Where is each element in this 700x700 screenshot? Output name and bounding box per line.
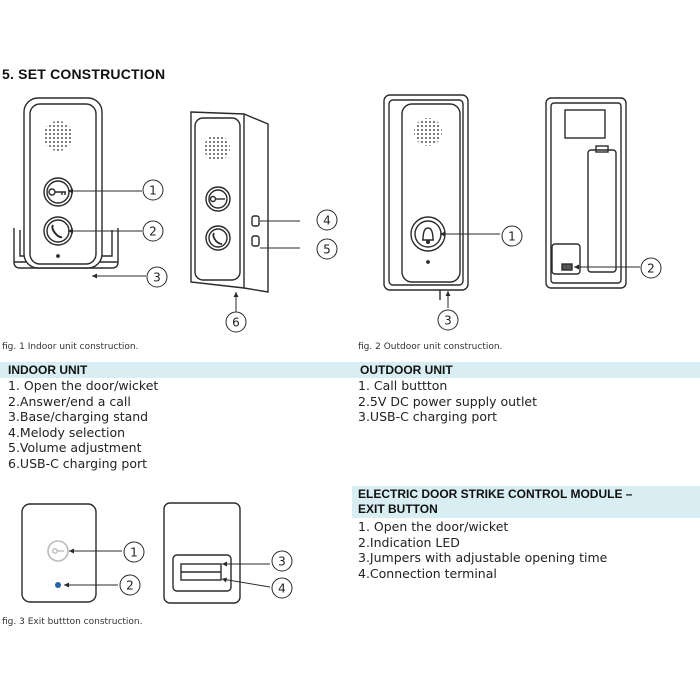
fig1-callout-5: 5 <box>316 238 338 260</box>
fig1-callout-1: 1 <box>142 179 164 201</box>
svg-text:6: 6 <box>232 316 240 330</box>
exit-button-heading-line1: ELECTRIC DOOR STRIKE CONTROL MODULE – <box>358 487 633 501</box>
fig2-caption: fig. 2 Outdoor unit construction. <box>358 342 503 352</box>
svg-text:2: 2 <box>647 262 655 276</box>
outdoor-item-1: 1. Call buttton <box>358 378 448 393</box>
fig2-callout-2: 2 <box>640 257 662 279</box>
indoor-item-5: 5.Volume adjustment <box>8 440 142 456</box>
exit-button-front <box>21 503 97 603</box>
outdoor-unit-list: 1. Call buttton 2.5V DC power supply out… <box>358 378 537 425</box>
svg-text:1: 1 <box>508 230 516 244</box>
fig3-callout-3: 3 <box>271 550 293 572</box>
outdoor-unit-diagram: 1 2 3 <box>383 94 662 331</box>
exit-item-1: 1. Open the door/wicket <box>358 519 509 534</box>
exit-button-heading: ELECTRIC DOOR STRIKE CONTROL MODULE – EX… <box>352 486 700 518</box>
indoor-item-1: 1. Open the door/wicket <box>8 378 159 393</box>
fig1-callout-6: 6 <box>225 311 247 333</box>
fig3-caption: fig. 3 Exit buttton construction. <box>2 617 143 627</box>
indoor-unit-list: 1. Open the door/wicket 2.Answer/end a c… <box>8 378 158 472</box>
svg-text:2: 2 <box>149 225 157 239</box>
fig1-callout-3: 3 <box>146 266 168 288</box>
outdoor-unit-heading: OUTDOOR UNIT <box>352 362 700 378</box>
fig1-caption: fig. 1 Indoor unit construction. <box>2 342 139 352</box>
fig1-callout-2: 2 <box>142 220 164 242</box>
fig3-callout-4: 4 <box>271 577 293 599</box>
svg-text:4: 4 <box>323 214 331 228</box>
svg-text:4: 4 <box>278 582 286 596</box>
indoor-item-3: 3.Base/charging stand <box>8 409 149 425</box>
indoor-unit-diagram <box>13 97 300 312</box>
svg-text:3: 3 <box>278 555 286 569</box>
exit-button-heading-line2: EXIT BUTTON <box>358 502 438 516</box>
fig3-callout-1: 1 <box>123 541 145 563</box>
fig3-callout-2: 2 <box>119 574 141 596</box>
exit-item-3: 3.Jumpers with adjustable opening time <box>358 550 608 566</box>
exit-button-diagram: 1 2 3 4 <box>21 502 293 604</box>
fig1-callouts: 1 2 3 4 5 6 <box>142 179 338 333</box>
indoor-item-2: 2.Answer/end a call <box>8 393 131 409</box>
exit-button-list: 1. Open the door/wicket 2.Indication LED… <box>358 519 607 581</box>
svg-text:5: 5 <box>323 243 331 257</box>
indoor-front-view <box>13 97 119 269</box>
exit-item-4: 4.Connection terminal <box>358 565 497 581</box>
svg-text:1: 1 <box>130 546 138 560</box>
exit-item-2: 2.Indication LED <box>358 534 460 550</box>
fig2-callout-3: 3 <box>437 309 459 331</box>
svg-text:1: 1 <box>149 184 157 198</box>
outdoor-front-view <box>383 94 469 300</box>
section-title: 5. SET CONSTRUCTION <box>2 66 166 82</box>
svg-text:3: 3 <box>444 314 452 328</box>
outdoor-item-3: 3.USB-C charging port <box>358 409 498 425</box>
exit-button-back <box>163 502 241 604</box>
fig1-callout-4: 4 <box>316 209 338 231</box>
outdoor-back-view <box>545 97 627 289</box>
fig2-callout-1: 1 <box>501 225 523 247</box>
outdoor-item-2: 2.5V DC power supply outlet <box>358 393 538 409</box>
svg-text:2: 2 <box>126 579 134 593</box>
svg-text:3: 3 <box>153 271 161 285</box>
indoor-side-view <box>190 111 269 293</box>
indoor-item-4: 4.Melody selection <box>8 424 126 440</box>
indoor-item-6: 6.USB-C charging port <box>8 455 148 471</box>
